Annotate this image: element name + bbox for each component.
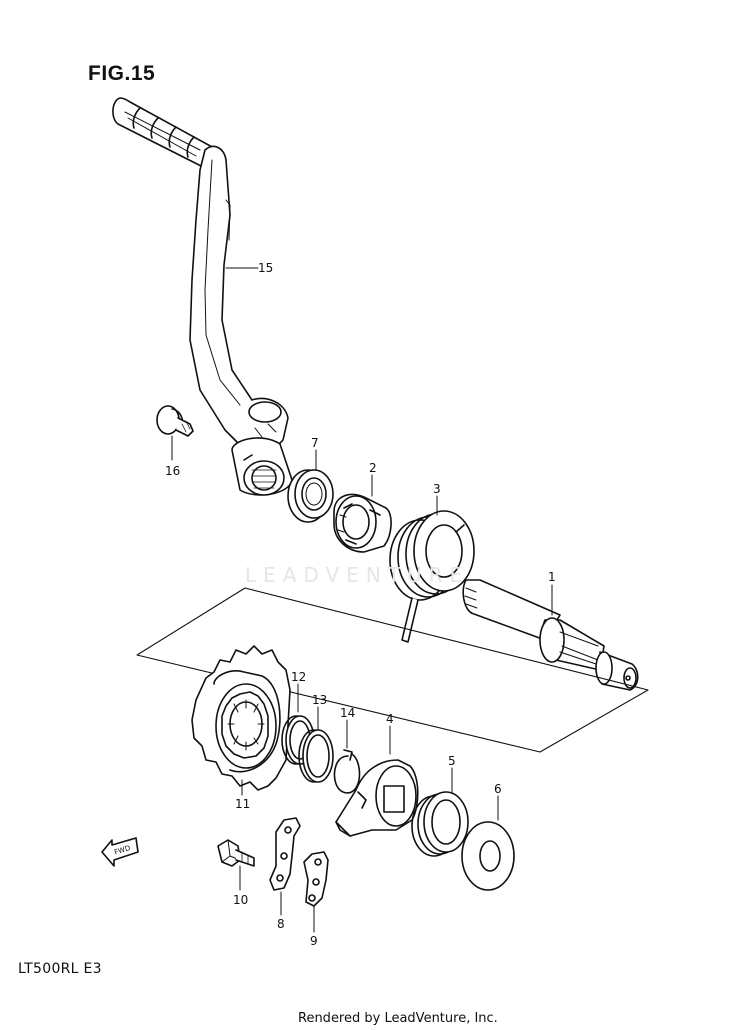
washer-part-6: [461, 821, 515, 891]
shaft-part-1: [462, 579, 639, 691]
figure-title: FIG.15: [88, 62, 156, 85]
callout-12: 12: [291, 670, 307, 684]
render-credit: Rendered by LeadVenture, Inc.: [298, 1011, 498, 1026]
callout-13: 13: [312, 693, 328, 707]
callout-16: 16: [165, 464, 181, 478]
callout-2: 2: [369, 461, 377, 475]
ratchet-guide-part-2: [333, 493, 392, 553]
callout-3: 3: [433, 482, 441, 496]
spring-part-3: [389, 510, 475, 643]
bolt-part-10: [217, 839, 255, 867]
callout-4: 4: [386, 712, 394, 726]
spring-washer-part-5: [411, 791, 469, 857]
callout-7: 7: [311, 436, 319, 450]
kick-lever-part-15: [112, 97, 293, 496]
callout-5: 5: [448, 754, 456, 768]
callout-8: 8: [277, 917, 285, 931]
drive-gear-part-11: [191, 645, 291, 791]
callout-15: 15: [258, 261, 274, 275]
model-code: LT500RL E3: [18, 961, 102, 977]
plate-part-9: [303, 851, 329, 907]
fwd-arrow-icon: FWD: [101, 837, 139, 867]
callout-11: 11: [235, 797, 251, 811]
callout-10: 10: [233, 893, 249, 907]
watermark-text: LEADVENTURE: [245, 563, 470, 587]
callout-14: 14: [340, 706, 356, 720]
callout-9: 9: [310, 934, 318, 948]
plate-part-8: [269, 817, 301, 891]
oil-seal-part-7: [287, 469, 334, 523]
callout-1: 1: [548, 570, 556, 584]
callout-6: 6: [494, 782, 502, 796]
circlip-part-14: [333, 749, 361, 794]
bolt-part-16: [156, 405, 194, 437]
washer-part-13: [298, 729, 334, 783]
stopper-part-4: [335, 759, 419, 837]
